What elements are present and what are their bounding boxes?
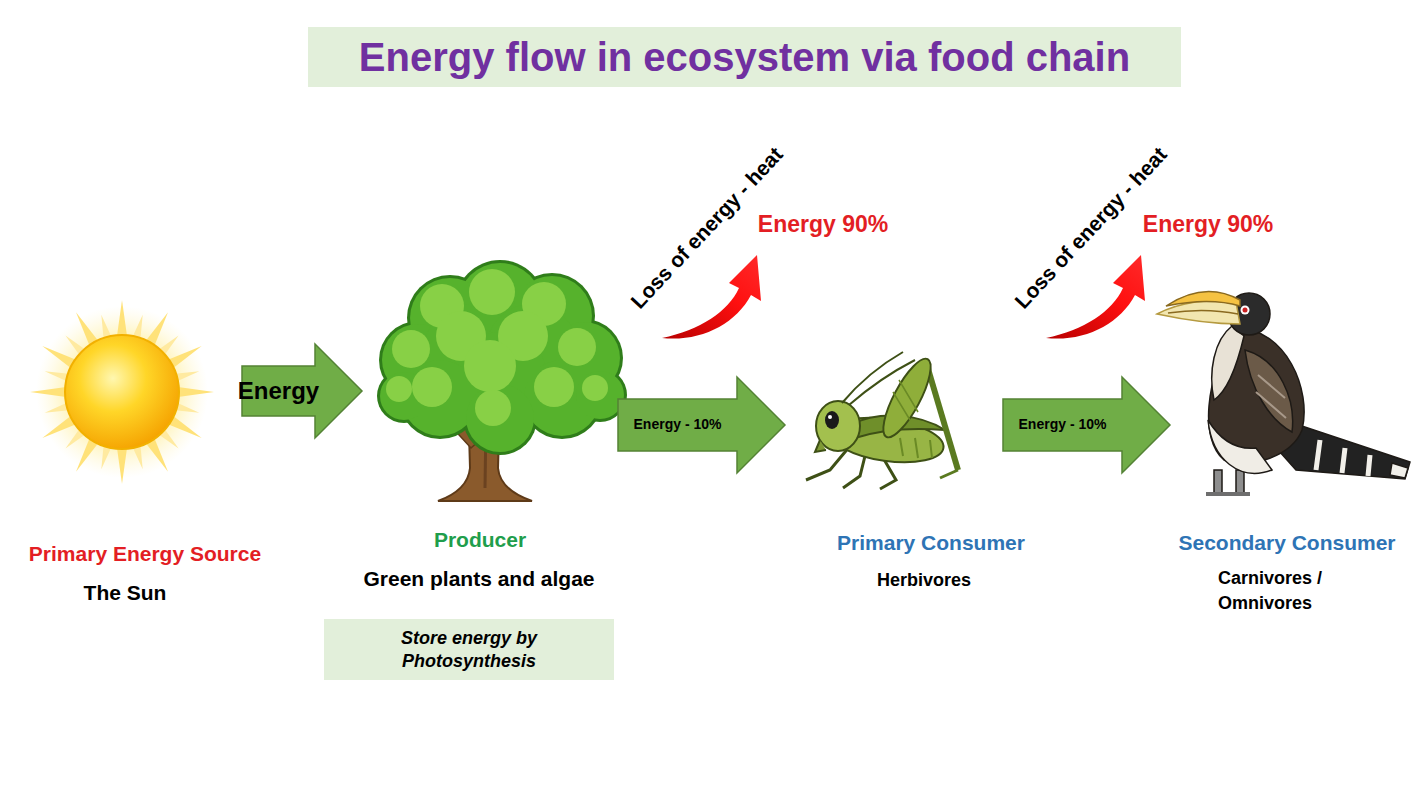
sun-illustration — [146, 438, 173, 474]
source-name: The Sun — [84, 581, 167, 605]
hornbill-illustration — [1241, 306, 1250, 315]
hornbill-illustration — [1214, 470, 1222, 494]
consumer-group: Primary ConsumerHerbivores — [785, 350, 1003, 610]
tree-illustration — [582, 375, 608, 401]
level-examples: Green plants and algae — [363, 567, 594, 591]
sun-illustration — [133, 314, 147, 339]
sun-illustration — [44, 403, 69, 417]
level-heading: Secondary Consumer — [1178, 531, 1395, 555]
grasshopper-illustration — [893, 380, 918, 420]
tree-illustration — [576, 371, 624, 419]
source-heading: Primary Energy Source — [29, 542, 261, 566]
tree-illustration — [475, 390, 511, 426]
tree-illustration — [466, 384, 534, 452]
tree-illustration — [464, 340, 516, 392]
sun-illustration — [44, 367, 69, 381]
sun-illustration — [30, 387, 66, 397]
edge-label: Energy — [238, 378, 319, 404]
tree-illustration — [392, 330, 430, 368]
hornbill-illustration — [1243, 308, 1248, 313]
note-box: Store energy by Photosynthesis — [324, 619, 614, 680]
hornbill-illustration — [1236, 470, 1244, 494]
tree-illustration — [534, 367, 574, 407]
hornbill-illustration — [1168, 310, 1238, 314]
grasshopper-illustration — [843, 452, 866, 488]
energy-loss-value: Energy 90% — [1143, 211, 1273, 237]
sun-illustration — [175, 403, 200, 417]
tree-illustration — [558, 328, 596, 366]
sun-illustration — [178, 387, 214, 397]
hornbill-illustration — [1157, 291, 1410, 494]
grasshopper-illustration — [926, 362, 958, 470]
sun-illustration — [72, 310, 99, 346]
tree-illustration — [469, 269, 515, 315]
tree-illustration — [380, 263, 624, 452]
level-examples: Carnivores / Omnivores — [1218, 566, 1343, 616]
grasshopper-illustration — [816, 401, 860, 451]
tree-illustration — [412, 367, 452, 407]
sun-illustration — [97, 314, 111, 339]
sun-illustration — [72, 438, 99, 474]
sun-illustration — [168, 416, 204, 443]
grasshopper-illustration — [849, 360, 915, 405]
edge-label: Energy - 10% — [1019, 417, 1107, 432]
hornbill-illustration — [1206, 492, 1250, 496]
sun-illustration — [40, 342, 76, 369]
sun-illustration — [175, 367, 200, 381]
sun-illustration — [40, 416, 76, 443]
sun-illustration — [65, 335, 179, 449]
energy-arrow — [618, 377, 785, 473]
sun-illustration — [146, 310, 173, 346]
level-examples: Herbivores — [877, 570, 971, 591]
sun-illustration — [97, 445, 111, 470]
energy-arrow — [1003, 377, 1170, 473]
hornbill-illustration — [1256, 375, 1286, 418]
level-heading: Producer — [434, 528, 526, 552]
sun-illustration — [30, 300, 214, 484]
grasshopper-illustration — [875, 353, 939, 443]
hornbill-illustration — [1166, 291, 1240, 306]
sun-illustration — [117, 300, 127, 336]
grasshopper-illustration — [940, 470, 958, 478]
energy-source-group: Primary Energy SourceThe Sun — [40, 300, 242, 620]
grasshopper-illustration — [806, 352, 958, 489]
hornbill-illustration — [1208, 420, 1272, 473]
grasshopper-illustration — [815, 440, 826, 452]
producer-group: ProducerGreen plants and algae — [362, 270, 618, 600]
title-text: Energy flow in ecosystem via food chain — [359, 35, 1130, 79]
grasshopper-illustration — [828, 415, 832, 419]
edge-label: Energy - 10% — [634, 417, 722, 432]
hornbill-illustration — [1212, 326, 1244, 400]
hornbill-illustration — [1245, 350, 1293, 432]
tree-illustration — [377, 260, 627, 501]
hornbill-illustration — [1316, 440, 1370, 476]
sun-illustration — [133, 445, 147, 470]
title-banner: Energy flow in ecosystem via food chain — [308, 27, 1181, 87]
note-text: Store energy by Photosynthesis — [384, 627, 554, 672]
tree-illustration — [377, 260, 627, 455]
grasshopper-illustration — [900, 438, 932, 458]
tree-illustration — [386, 269, 608, 426]
consumer-group: Secondary ConsumerCarnivores / Omnivores — [1170, 290, 1410, 620]
grasshopper-illustration — [842, 352, 903, 403]
sun-illustration — [168, 342, 204, 369]
hornbill-illustration — [1390, 463, 1408, 478]
sun-illustration — [117, 448, 127, 484]
level-heading: Primary Consumer — [837, 531, 1025, 555]
energy-loss-value: Energy 90% — [758, 211, 888, 237]
grasshopper-illustration — [825, 411, 839, 429]
tree-illustration — [386, 376, 412, 402]
